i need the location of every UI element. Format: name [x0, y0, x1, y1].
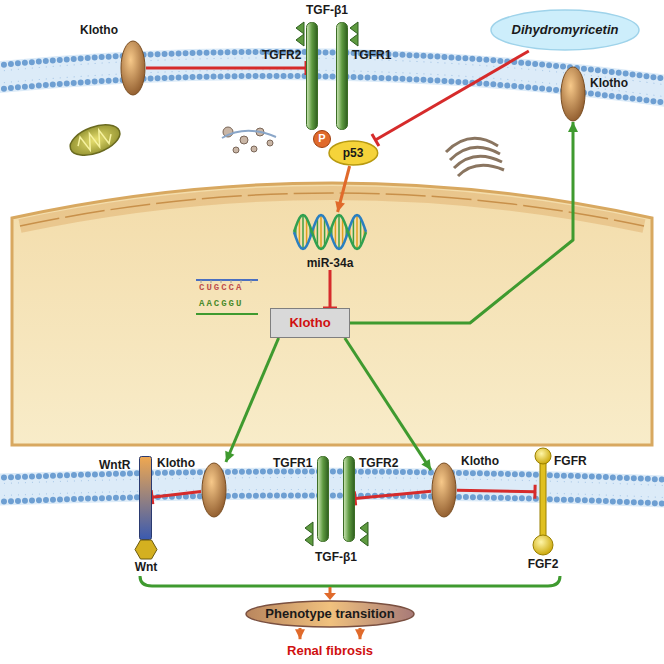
node-text: Wnt [135, 560, 158, 574]
p53-ellipse: p53 [328, 140, 379, 166]
connector-group [372, 51, 529, 146]
klotho-protein-outline [120, 40, 146, 96]
ligand-name: TGF-β1 [306, 3, 348, 17]
connector-group [355, 628, 365, 639]
receptor: FGFR [535, 448, 551, 536]
outcome-text: Renal fibrosis [270, 639, 390, 663]
klotho-protein-outline [431, 462, 457, 518]
receptor: TGFR2 [306, 22, 318, 130]
ligand-ball-outline [532, 534, 554, 556]
node-text: FGFR [554, 454, 587, 468]
connector-group [350, 122, 578, 323]
receptor: TGFR1 [336, 22, 348, 130]
connector [355, 491, 431, 498]
receptor: TGFR2 [343, 456, 355, 542]
connector-group [345, 338, 431, 470]
sequence-text: AACGGU [199, 299, 243, 310]
klotho-protein: Klotho [560, 66, 586, 122]
node-text: Dihydromyricetin [512, 22, 619, 38]
node-text: Klotho [80, 23, 118, 37]
connector-group [151, 490, 201, 504]
ligand-name: TGF-β1 [315, 550, 357, 564]
arrow-head [355, 629, 365, 639]
node-text: Klotho [461, 454, 499, 468]
connector-group [225, 338, 278, 462]
ligand-hexagon-outline [135, 540, 157, 559]
klotho-protein: Klotho [201, 462, 227, 518]
receptor-outline [306, 22, 318, 130]
receptor-outline [317, 456, 329, 542]
node-text: p53 [343, 146, 364, 160]
inhibition-head [372, 134, 379, 146]
arrow-head [421, 459, 431, 470]
klotho-protein: Klotho [120, 40, 146, 96]
connector [146, 67, 306, 70]
outcome-ellipse: Phenotype transition [245, 600, 415, 628]
node-text: P [318, 132, 325, 145]
klotho-protein-outline [560, 66, 586, 122]
receptor-outline [343, 456, 355, 542]
receptor-outline [139, 456, 152, 540]
connector-group [146, 61, 306, 75]
arrow-head [225, 451, 234, 462]
arrow-head [335, 201, 345, 212]
sequence-text: CUGCCA [199, 283, 243, 294]
ligand-ball: FGF2 [532, 534, 554, 556]
node-text: miR-34a [307, 256, 354, 270]
node-text: TGFR2 [359, 456, 398, 470]
klotho-protein: Klotho [431, 462, 457, 518]
node-text: Klotho [157, 456, 195, 470]
receptor-outline [336, 22, 348, 130]
connector [152, 492, 201, 498]
connector [375, 51, 528, 140]
node-text: TGFR2 [262, 48, 301, 62]
connector [226, 338, 279, 462]
arrow-head [295, 629, 305, 639]
arrow-head [568, 122, 578, 132]
dna-helix: miR-34a [290, 212, 370, 270]
node-text: Klotho [289, 315, 330, 331]
node-text: Renal fibrosis [287, 643, 373, 659]
connector-group [295, 628, 305, 639]
inhibition-head [533, 485, 536, 499]
connector-group [335, 166, 349, 212]
node-text: TGFR1 [273, 456, 312, 470]
node-text: TGFR1 [352, 48, 391, 62]
node-text: WntR [99, 458, 130, 472]
connector [350, 122, 573, 323]
connector [345, 338, 431, 470]
connector-group [323, 270, 337, 308]
connector [457, 490, 535, 492]
drug-ellipse: Dihydromyricetin [490, 9, 640, 51]
klotho-protein-outline [201, 462, 227, 518]
receptor: WntR [139, 456, 152, 540]
connector-group [354, 491, 431, 505]
node-text: FGF2 [528, 557, 559, 571]
receptor: TGFR1 [317, 456, 329, 542]
klotho-box: Klotho [270, 308, 350, 338]
node-text: Klotho [590, 76, 628, 90]
node-text: Phenotype transition [265, 606, 394, 622]
receptor-outline [535, 448, 551, 536]
phospho-circle: P [313, 130, 331, 148]
connector [329, 270, 332, 308]
connector-group [457, 485, 535, 499]
ligand-hexagon: Wnt [135, 540, 157, 559]
